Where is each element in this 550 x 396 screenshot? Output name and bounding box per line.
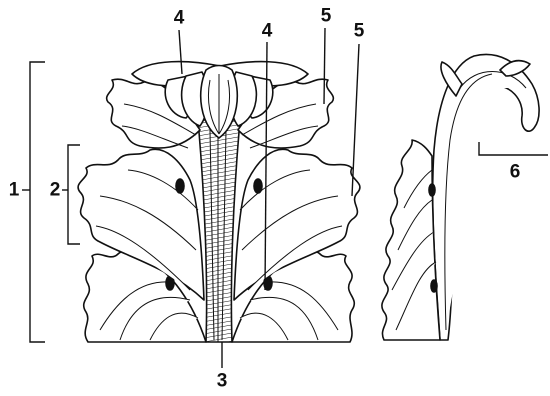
callout-label-4-right: 4 (262, 22, 273, 41)
side-view-ornament (382, 54, 539, 340)
callout-label-6: 6 (510, 163, 521, 182)
bracket-6 (479, 142, 548, 155)
bracket-2 (68, 145, 80, 244)
leader-5a (324, 28, 325, 104)
callout-label-2: 2 (50, 181, 61, 200)
callout-label-5-left: 5 (321, 7, 332, 26)
leader-5b (352, 44, 359, 196)
bracket-1 (30, 62, 45, 342)
callout-label-5-right: 5 (354, 22, 365, 41)
callout-label-3: 3 (217, 372, 228, 391)
callout-label-4-left: 4 (174, 9, 185, 28)
callout-label-1: 1 (9, 181, 20, 200)
central-stalk (198, 120, 240, 342)
front-view-ornament (78, 62, 360, 342)
